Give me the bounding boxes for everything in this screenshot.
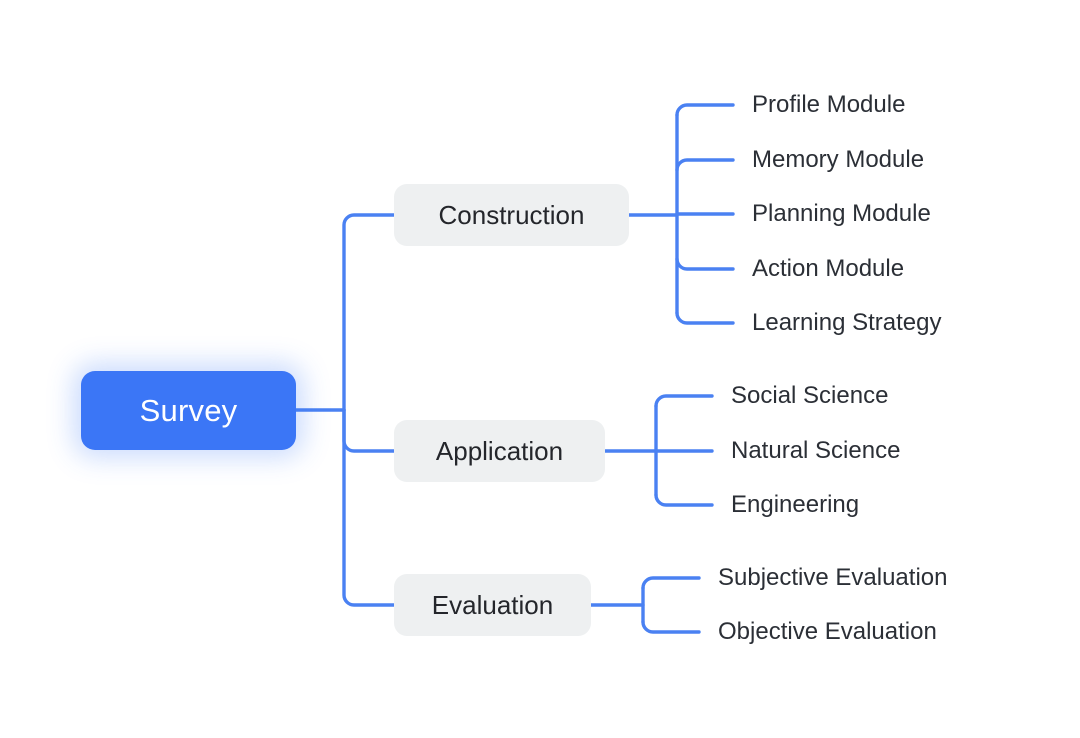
mindmap-leaf[interactable]: Natural Science [731, 437, 901, 464]
mindmap-leaf[interactable]: Engineering [731, 491, 860, 518]
mindmap-branch-construction[interactable]: Construction [394, 184, 629, 246]
mindmap-leaf[interactable]: Memory Module [752, 146, 925, 173]
mindmap-root-node[interactable]: Survey [81, 371, 296, 450]
wire-construction-child-1 [675, 103, 735, 117]
wire-construction-child-4 [675, 257, 735, 271]
wire-application-child-3 [654, 493, 714, 507]
mindmap-leaf[interactable]: Planning Module [752, 200, 931, 227]
wire-trunk-application [342, 408, 396, 453]
mindmap-branch-application[interactable]: Application [394, 420, 605, 482]
wire-evaluation-child-2 [641, 620, 701, 634]
mindmap-leaf[interactable]: Action Module [752, 255, 905, 282]
mindmap-branch-evaluation[interactable]: Evaluation [394, 574, 591, 636]
mindmap-branch-label: Evaluation [431, 589, 554, 620]
mindmap-branch-label: Application [435, 435, 564, 466]
wire-construction-child-5 [675, 311, 735, 325]
mindmap-leaf[interactable]: Profile Module [752, 91, 906, 118]
mindmap-leaf[interactable]: Subjective Evaluation [718, 564, 948, 591]
wire-trunk-construction [342, 213, 396, 412]
wire-evaluation-child-1 [641, 576, 701, 590]
mindmap-branch-label: Construction [438, 199, 585, 230]
mindmap-leaf[interactable]: Objective Evaluation [718, 618, 937, 645]
wire-construction-child-2 [675, 158, 735, 172]
mindmap-leaf[interactable]: Learning Strategy [752, 309, 942, 336]
wire-application-child-1 [654, 394, 714, 408]
mindmap-root-label: Survey [139, 392, 238, 428]
mindmap-leaf[interactable]: Social Science [731, 382, 889, 409]
wire-trunk-evaluation [342, 408, 396, 607]
